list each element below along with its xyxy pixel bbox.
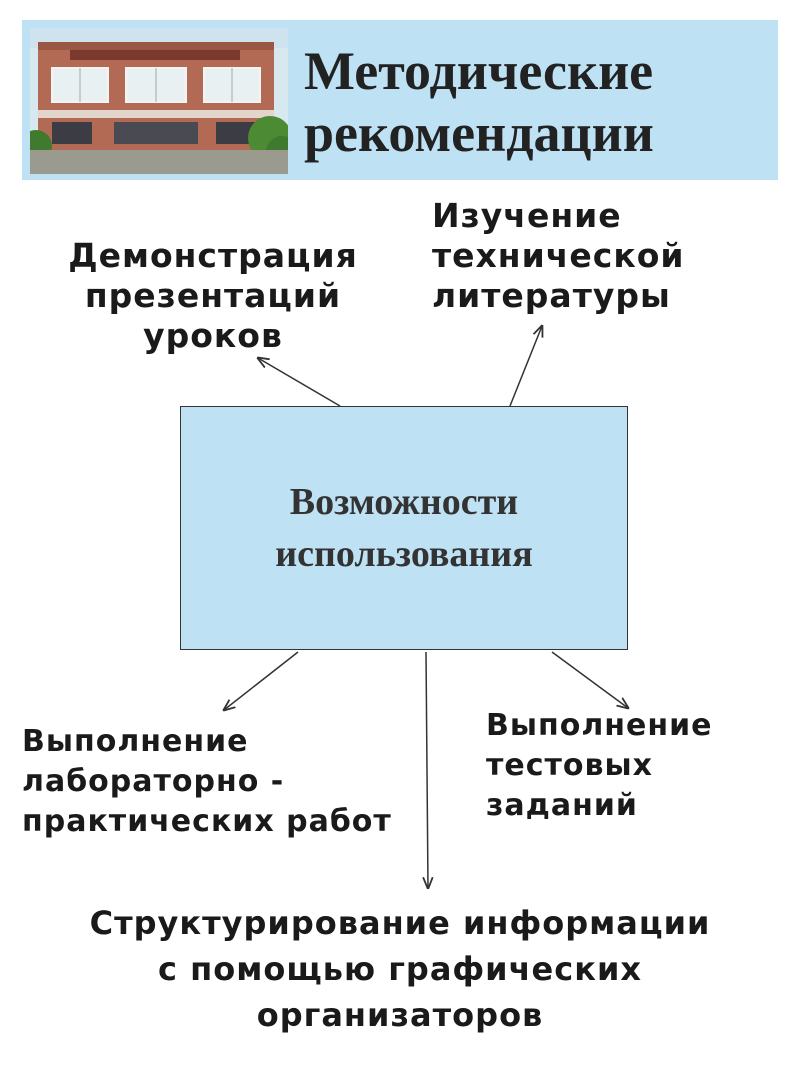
node-structuring-line: организаторов xyxy=(256,996,544,1034)
node-test-tasks-line: заданий xyxy=(486,788,638,823)
center-label-line2: использования xyxy=(275,533,533,575)
header-title: Методические рекомендации xyxy=(304,40,774,164)
node-test-tasks-line: тестовых xyxy=(486,748,653,783)
node-literature-line: технической xyxy=(432,236,685,275)
arrow-to-lab xyxy=(224,651,299,710)
node-structuring-line: с помощью графических xyxy=(157,950,642,988)
node-test-tasks-line: Выполнение xyxy=(486,708,713,743)
arrow-to-structuring xyxy=(426,651,428,888)
node-lab-work: Выполнение лабораторно - практических ра… xyxy=(22,722,422,842)
center-label-line1: Возможности xyxy=(289,481,519,523)
arrow-to-demo xyxy=(258,358,341,407)
node-demonstration-line: Демонстрация xyxy=(68,236,358,275)
node-demonstration: Демонстрация презентаций уроков xyxy=(38,236,388,356)
node-demonstration-line: презентаций xyxy=(84,276,342,315)
node-lab-work-line: лабораторно - xyxy=(22,764,285,799)
node-lab-work-line: Выполнение xyxy=(22,724,249,759)
node-demonstration-line: уроков xyxy=(143,316,283,355)
node-structuring-line: Структурирование информации xyxy=(89,904,711,942)
college-building-photo xyxy=(30,28,288,174)
building-image xyxy=(30,28,288,174)
node-test-tasks: Выполнение тестовых заданий xyxy=(486,706,776,826)
node-literature: Изучение технической литературы xyxy=(432,196,762,316)
node-literature-line: Изучение xyxy=(432,196,622,235)
header-banner: Методические рекомендации xyxy=(22,20,778,180)
header-title-line2: рекомендации xyxy=(304,103,654,163)
node-lab-work-line: практических работ xyxy=(22,804,392,839)
arrow-to-tests xyxy=(551,651,628,708)
center-label: Возможности использования xyxy=(194,476,614,580)
header-title-line1: Методические xyxy=(304,41,654,101)
arrow-to-literature xyxy=(509,326,542,407)
node-literature-line: литературы xyxy=(432,276,671,315)
center-box: Возможности использования xyxy=(180,406,628,650)
node-structuring: Структурирование информации с помощью гр… xyxy=(30,900,770,1038)
